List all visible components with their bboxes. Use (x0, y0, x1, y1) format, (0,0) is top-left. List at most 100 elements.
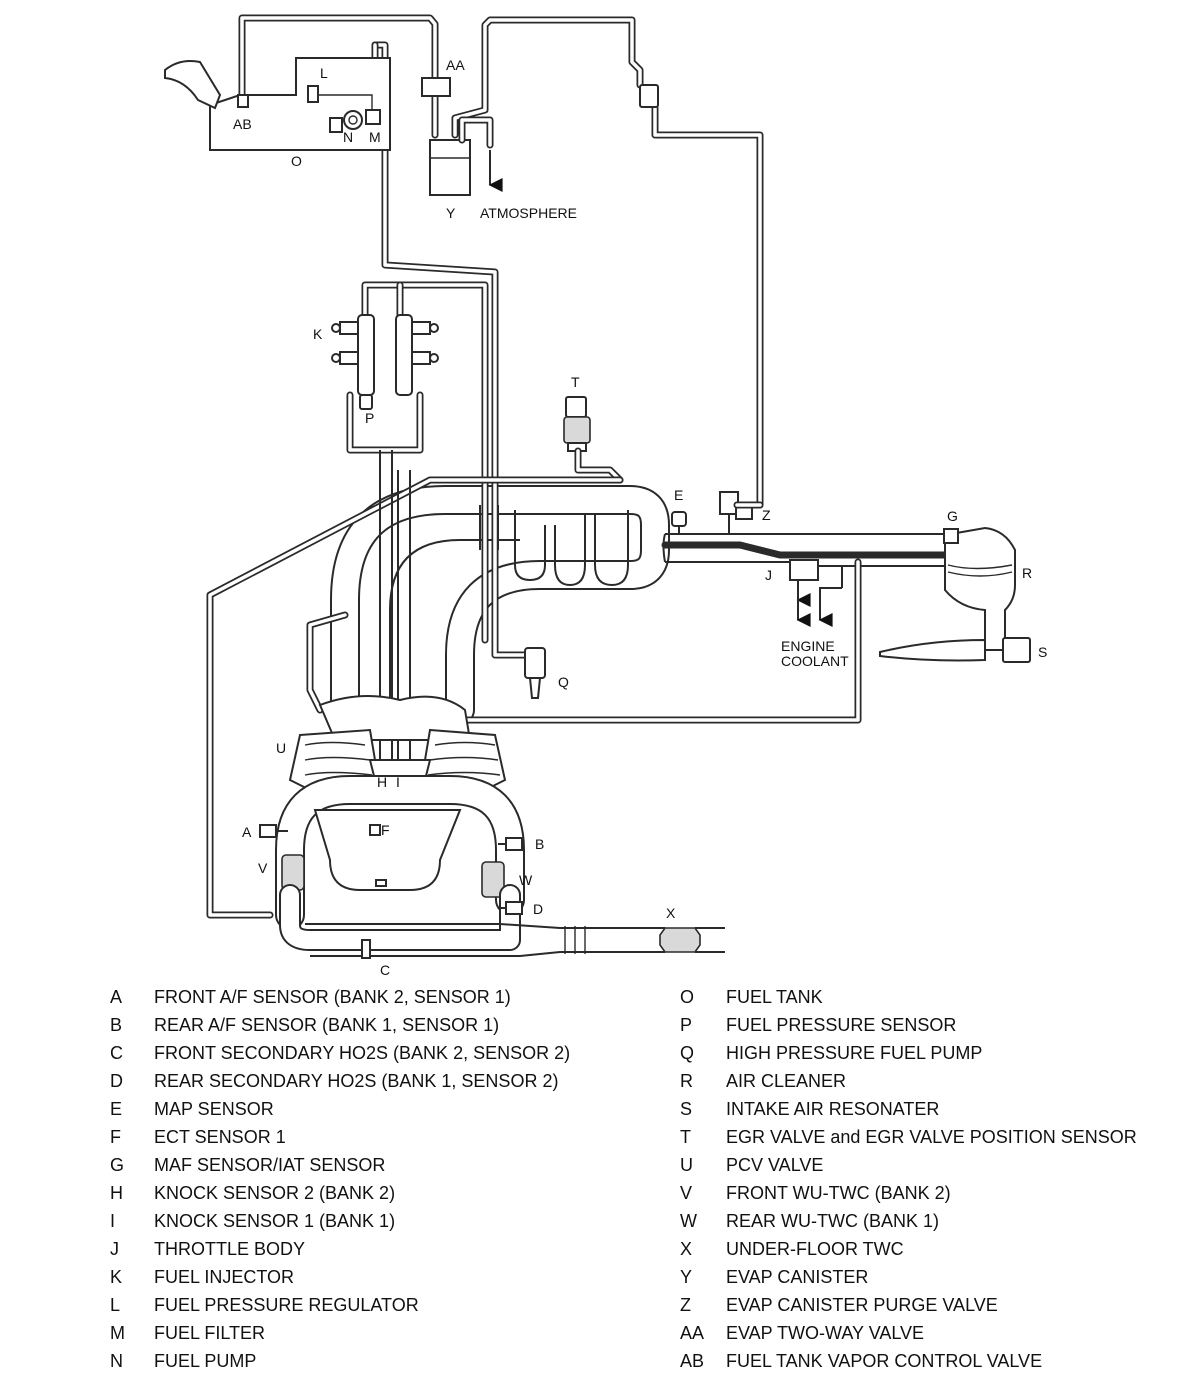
legend-text: ECT SENSOR 1 (154, 1127, 286, 1147)
callout-e: E (674, 487, 683, 503)
legend-code: M (110, 1323, 125, 1343)
callout-h: H (377, 774, 387, 790)
legend-text: EVAP TWO-WAY VALVE (726, 1323, 925, 1343)
callout-q: Q (558, 674, 569, 690)
callout-f: F (381, 822, 390, 838)
check-valve-top (639, 84, 659, 108)
legend-text: FUEL INJECTOR (154, 1267, 295, 1287)
fuel-pressure-sensor (359, 394, 373, 410)
legend-code: G (110, 1155, 125, 1175)
engine-system-diagram: A B C D E F G H I J K L M N O P Q R S T … (164, 14, 1047, 978)
evap-canister (429, 116, 503, 196)
legend-code: H (110, 1183, 123, 1203)
legend-code: L (110, 1295, 121, 1315)
legend-text: FUEL FILTER (154, 1323, 266, 1343)
legend-code: D (110, 1071, 123, 1091)
legend-code: W (680, 1211, 697, 1231)
legend-code: I (110, 1211, 116, 1231)
legend-code: C (110, 1043, 123, 1063)
callout-n: N (343, 129, 353, 145)
legend-text: FUEL PRESSURE REGULATOR (154, 1295, 419, 1315)
legend-code: K (110, 1267, 123, 1287)
legend-text: HIGH PRESSURE FUEL PUMP (726, 1043, 983, 1063)
legend-code: V (680, 1183, 693, 1203)
legend-text: MAF SENSOR/IAT SENSOR (154, 1155, 386, 1175)
callout-m: M (369, 129, 381, 145)
legend-text: INTAKE AIR RESONATER (726, 1099, 940, 1119)
callout-j: J (765, 567, 772, 583)
callout-y: Y (446, 205, 456, 221)
legend-code: T (680, 1127, 691, 1147)
legend-code: A (110, 987, 123, 1007)
legend-text: FUEL PUMP (154, 1351, 257, 1371)
callout-k: K (313, 326, 323, 342)
fuel-injectors (331, 321, 439, 365)
atmosphere-label: ATMOSPHERE (480, 205, 577, 221)
legend-code: B (110, 1015, 123, 1035)
legend-text: MAP SENSOR (154, 1099, 274, 1119)
legend-text: PCV VALVE (726, 1155, 824, 1175)
callout-u: U (276, 740, 286, 756)
callout-r: R (1022, 565, 1032, 581)
callout-w: W (519, 872, 533, 888)
callout-labels: A B C D E F G H I J K L M N O P Q R S T … (233, 57, 1047, 978)
callout-d: D (533, 901, 543, 917)
legend-text: THROTTLE BODY (154, 1239, 306, 1259)
exhaust-pipes (279, 884, 725, 957)
exhaust-sensors (259, 824, 523, 959)
legend-text: EVAP CANISTER (726, 1267, 869, 1287)
legend-code: AA (680, 1323, 705, 1343)
high-pressure-fuel-pump (524, 647, 546, 699)
legend-code: E (110, 1099, 123, 1119)
callout-s: S (1038, 644, 1047, 660)
legend-code: X (680, 1239, 693, 1259)
legend-text: FRONT WU-TWC (BANK 2) (726, 1183, 951, 1203)
legend-code: O (680, 987, 695, 1007)
rear-wu-twc (481, 861, 505, 898)
callout-g: G (947, 508, 958, 524)
callout-aa: AA (446, 57, 465, 73)
throttle-body (789, 559, 843, 627)
engine-coolant-label-2: COOLANT (781, 653, 849, 669)
legend-code: U (680, 1155, 693, 1175)
tubing (206, 14, 862, 919)
callout-b: B (535, 836, 544, 852)
legend: A FRONT A/F SENSOR (BANK 2, SENSOR 1) B … (0, 983, 1200, 1375)
callout-a: A (242, 824, 252, 840)
under-floor-twc (659, 927, 701, 953)
fuel-rails (357, 314, 413, 396)
legend-text: EVAP CANISTER PURGE VALVE (726, 1295, 998, 1315)
legend-text: REAR WU-TWC (BANK 1) (726, 1211, 939, 1231)
legend-code: J (110, 1239, 119, 1259)
callout-z: Z (762, 507, 771, 523)
legend-code: F (110, 1127, 121, 1147)
legend-text: KNOCK SENSOR 1 (BANK 1) (154, 1211, 396, 1231)
engine-coolant-label-1: ENGINE (781, 638, 835, 654)
legend-text: FUEL PRESSURE SENSOR (726, 1015, 957, 1035)
callout-v: V (258, 860, 268, 876)
legend-text: UNDER-FLOOR TWC (726, 1239, 904, 1259)
callout-c: C (380, 962, 390, 978)
callout-p: P (365, 410, 374, 426)
engine-block (275, 695, 525, 930)
legend-code: Y (680, 1267, 693, 1287)
legend-text: REAR A/F SENSOR (BANK 1, SENSOR 1) (154, 1015, 500, 1035)
callout-ab: AB (233, 116, 252, 132)
air-intake-duct (661, 533, 949, 567)
callout-x: X (666, 905, 676, 921)
legend-text: REAR SECONDARY HO2S (BANK 1, SENSOR 2) (154, 1071, 559, 1091)
legend-code: R (680, 1071, 693, 1091)
air-cleaner (943, 526, 1016, 651)
legend-code: P (680, 1015, 693, 1035)
legend-code: N (110, 1351, 123, 1371)
egr-valve (563, 396, 624, 484)
legend-text: FRONT A/F SENSOR (BANK 2, SENSOR 1) (154, 987, 511, 1007)
legend-code: AB (680, 1351, 705, 1371)
evap-two-way-valve (421, 77, 451, 97)
legend-text: FUEL TANK (726, 987, 823, 1007)
legend-text: AIR CLEANER (726, 1071, 847, 1091)
callout-l: L (320, 65, 328, 81)
legend-text: FRONT SECONDARY HO2S (BANK 2, SENSOR 2) (154, 1043, 571, 1063)
legend-code: Q (680, 1043, 695, 1063)
legend-text: KNOCK SENSOR 2 (BANK 2) (154, 1183, 396, 1203)
